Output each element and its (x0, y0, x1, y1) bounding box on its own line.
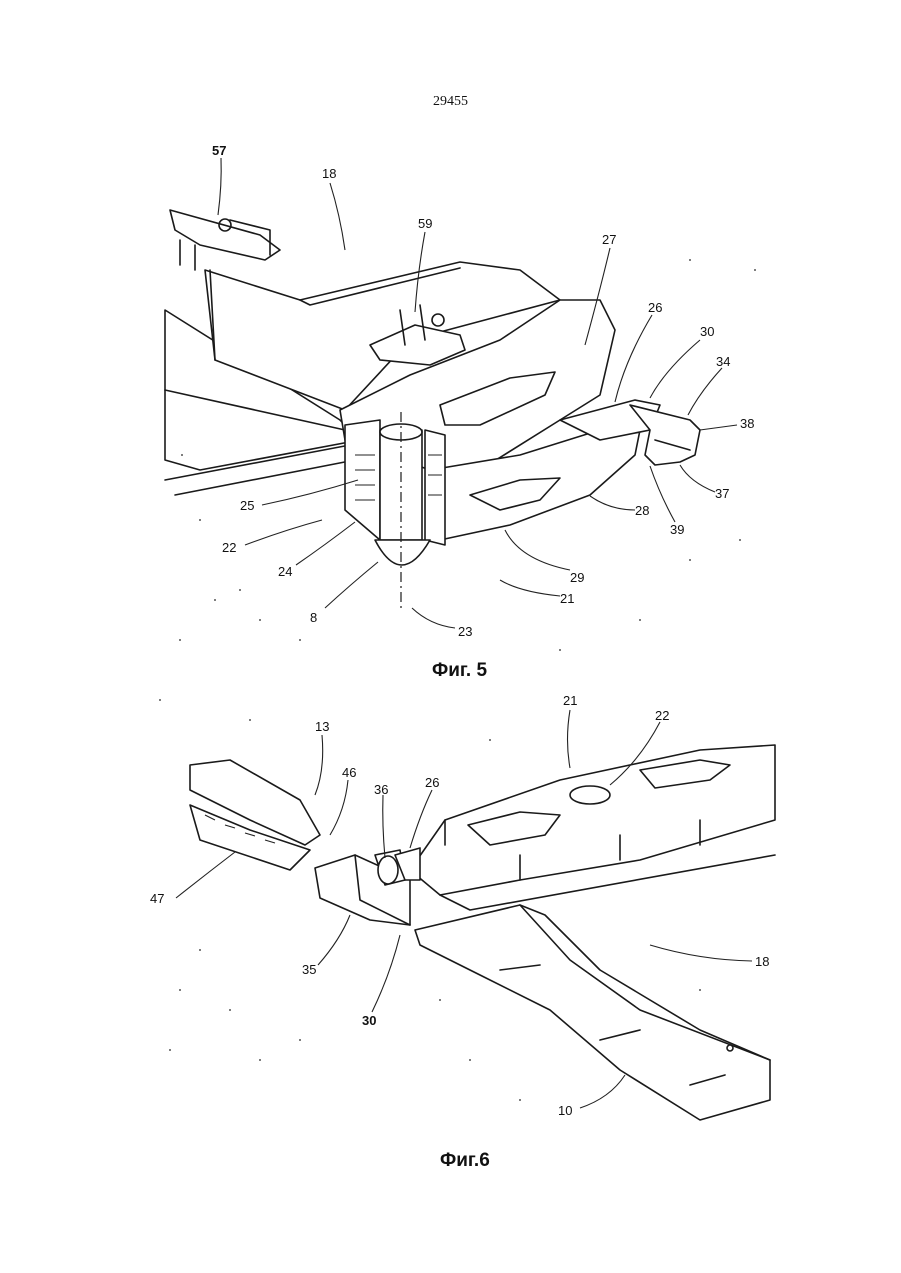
ref-label: 18 (322, 166, 336, 181)
ref-label: 39 (670, 522, 684, 537)
ref-label: 26 (648, 300, 662, 315)
ref-label: 57 (212, 143, 226, 158)
ref-label: 25 (240, 498, 254, 513)
ref-label: 26 (425, 775, 439, 790)
ref-label: 37 (715, 486, 729, 501)
ref-label: 30 (700, 324, 714, 339)
ref-label: 18 (755, 954, 769, 969)
ref-label: 28 (635, 503, 649, 518)
ref-label: 21 (563, 693, 577, 708)
ref-label: 23 (458, 624, 472, 639)
figure-5-drawing (165, 210, 700, 612)
figure-6-drawing (190, 745, 775, 1120)
figure-5-caption: Фиг. 5 (432, 660, 487, 682)
ref-label: 29 (570, 570, 584, 585)
ref-label: 24 (278, 564, 292, 579)
ref-label: 59 (418, 216, 432, 231)
ref-label: 10 (558, 1103, 572, 1118)
ref-label: 8 (310, 610, 317, 625)
ref-label: 22 (222, 540, 236, 555)
ref-label: 13 (315, 719, 329, 734)
ref-label: 46 (342, 765, 356, 780)
ref-label: 36 (374, 782, 388, 797)
ref-label: 27 (602, 232, 616, 247)
figure-6-caption: Фиг.6 (440, 1150, 490, 1172)
ref-label: 21 (560, 591, 574, 606)
ref-label: 38 (740, 416, 754, 431)
ref-label: 47 (150, 891, 164, 906)
ref-label: 34 (716, 354, 730, 369)
ref-label: 30 (362, 1013, 376, 1028)
ref-label: 35 (302, 962, 316, 977)
ref-label: 22 (655, 708, 669, 723)
